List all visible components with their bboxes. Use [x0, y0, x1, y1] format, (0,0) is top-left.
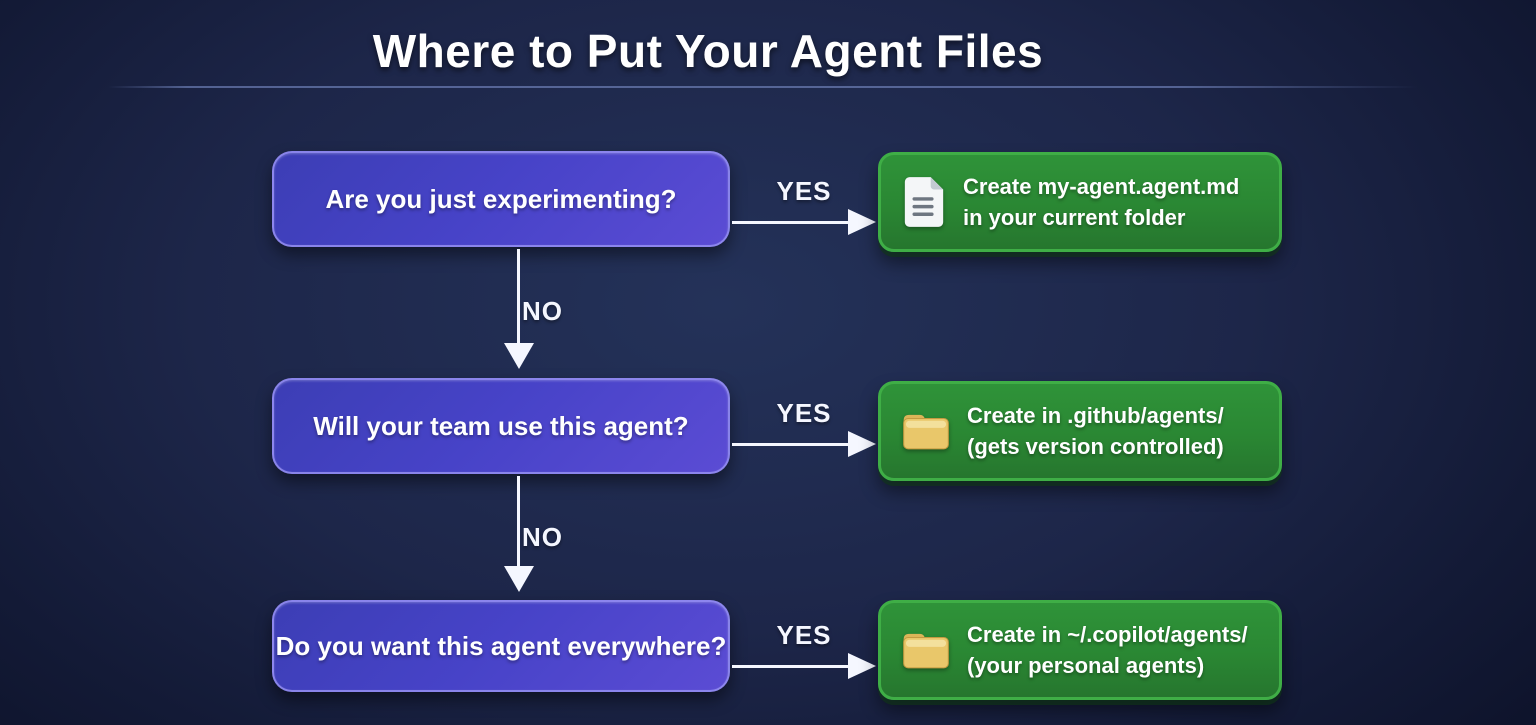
result-line2: (gets version controlled)	[967, 434, 1224, 459]
yes-label: YES	[776, 398, 832, 428]
arrow-head-icon	[504, 343, 534, 369]
arrow-shaft	[732, 653, 876, 679]
result-line1: Create my-agent.agent.md	[963, 174, 1240, 199]
arrow-line	[732, 442, 848, 446]
no-label: NO	[522, 522, 563, 552]
result-text: Create my-agent.agent.md in your current…	[963, 171, 1239, 233]
yes-arrow-1: YES	[732, 176, 876, 235]
result-text: Create in ~/.copilot/agents/ (your perso…	[967, 619, 1248, 681]
arrow-line	[732, 220, 848, 224]
title-divider	[108, 86, 1418, 88]
question-text: Do you want this agent everywhere?	[275, 630, 727, 661]
arrow-shaft	[732, 209, 876, 235]
result-line2: in your current folder	[963, 205, 1186, 230]
arrow-head-icon	[504, 566, 534, 592]
no-label: NO	[522, 296, 563, 326]
result-box-github-agents: Create in .github/agents/ (gets version …	[878, 381, 1282, 481]
question-box-experimenting: Are you just experimenting?	[272, 151, 730, 247]
no-arrow-1	[504, 249, 534, 369]
arrow-line	[732, 664, 848, 668]
question-box-agent-everywhere: Do you want this agent everywhere?	[272, 600, 730, 692]
yes-arrow-2: YES	[732, 398, 876, 457]
question-text: Will your team use this agent?	[313, 410, 689, 441]
yes-label: YES	[776, 620, 832, 650]
result-line1: Create in .github/agents/	[967, 403, 1224, 428]
folder-icon	[903, 414, 949, 450]
result-line2: (your personal agents)	[967, 653, 1205, 678]
result-box-copilot-agents: Create in ~/.copilot/agents/ (your perso…	[878, 600, 1282, 700]
page-title: Where to Put Your Agent Files	[372, 25, 1044, 77]
arrow-head-icon	[848, 431, 876, 457]
result-text: Create in .github/agents/ (gets version …	[967, 400, 1224, 462]
folder-icon	[903, 633, 949, 669]
document-icon	[904, 177, 944, 227]
question-text: Are you just experimenting?	[325, 183, 677, 214]
yes-arrow-3: YES	[732, 620, 876, 679]
result-box-current-folder: Create my-agent.agent.md in your current…	[878, 152, 1282, 252]
arrow-head-icon	[848, 209, 876, 235]
yes-label: YES	[776, 176, 832, 206]
result-line1: Create in ~/.copilot/agents/	[967, 622, 1248, 647]
arrow-shaft	[732, 431, 876, 457]
arrow-line	[517, 476, 520, 566]
arrow-head-icon	[848, 653, 876, 679]
question-box-team-use: Will your team use this agent?	[272, 378, 730, 474]
arrow-line	[517, 249, 520, 343]
no-arrow-2	[504, 476, 534, 592]
